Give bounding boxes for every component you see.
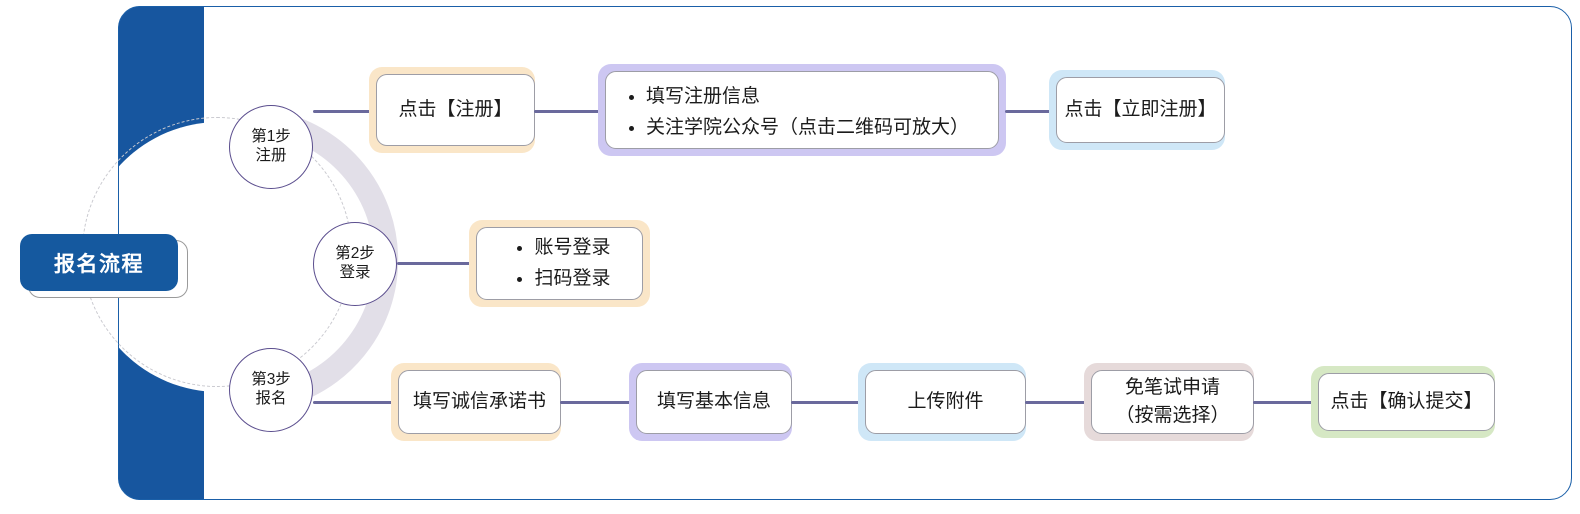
connector-step3-box1	[313, 401, 393, 405]
box-step3-confirm-submit-label: 点击【确认提交】	[1330, 391, 1483, 413]
step-2-name: 登录	[339, 264, 371, 281]
box-step3-integrity-commitment-label: 填写诚信承诺书	[412, 391, 546, 413]
connector-s3b2-s3b3	[791, 401, 861, 405]
root-node-label: 报名流程	[54, 252, 144, 276]
step-2-number: 第2步	[335, 245, 375, 263]
connector-s3b1-s3b2	[560, 401, 632, 405]
box-step3-upload-attachment-label: 上传附件	[907, 391, 984, 413]
box-step1-register-details[interactable]: 填写注册信息 关注学院公众号（点击二维码可放大）	[598, 64, 1006, 156]
box-step2-login-options[interactable]: 账号登录 扫码登录	[469, 220, 650, 307]
step-bubble-1[interactable]: 第1步 注册	[229, 105, 313, 189]
box-step3-exam-waiver-line1: 免笔试申请	[1124, 377, 1220, 399]
box-step1-click-register-label: 点击【注册】	[398, 99, 513, 121]
box-step3-basic-info-label: 填写基本信息	[656, 391, 771, 413]
connector-s3b3-s3b4	[1025, 401, 1087, 405]
step-bubble-3[interactable]: 第3步 报名	[229, 348, 313, 432]
bullet-fill-register-info: 填写注册信息	[646, 83, 984, 112]
step-3-number: 第3步	[251, 371, 291, 389]
root-node[interactable]: 报名流程	[20, 234, 178, 291]
connector-step2-box1	[397, 262, 472, 266]
box-step1-confirm-register-label: 点击【立即注册】	[1064, 99, 1217, 121]
step-1-number: 第1步	[251, 128, 291, 146]
bullet-qr-login: 扫码登录	[534, 265, 610, 294]
box-step3-exam-waiver-line2: （按需选择）	[1115, 405, 1230, 426]
box-step3-basic-info[interactable]: 填写基本信息	[629, 363, 792, 441]
connector-box1-box2	[534, 110, 600, 114]
bullet-account-login: 账号登录	[534, 234, 610, 263]
step-3-name: 报名	[255, 390, 287, 407]
box-step3-integrity-commitment[interactable]: 填写诚信承诺书	[391, 363, 561, 441]
step-1-name: 注册	[255, 147, 287, 164]
bullet-follow-wechat: 关注学院公众号（点击二维码可放大）	[646, 114, 984, 143]
box-step3-upload-attachment[interactable]: 上传附件	[858, 363, 1026, 441]
connector-box2-box3	[1005, 110, 1053, 114]
box-step1-click-register[interactable]: 点击【注册】	[369, 67, 535, 153]
step-bubble-2[interactable]: 第2步 登录	[313, 222, 397, 306]
connector-step1-box1	[313, 110, 371, 114]
connector-s3b4-s3b5	[1253, 401, 1313, 405]
box-step1-confirm-register[interactable]: 点击【立即注册】	[1049, 70, 1225, 150]
box-step3-confirm-submit[interactable]: 点击【确认提交】	[1311, 366, 1495, 438]
box-step3-exam-waiver[interactable]: 免笔试申请 （按需选择）	[1084, 363, 1254, 441]
